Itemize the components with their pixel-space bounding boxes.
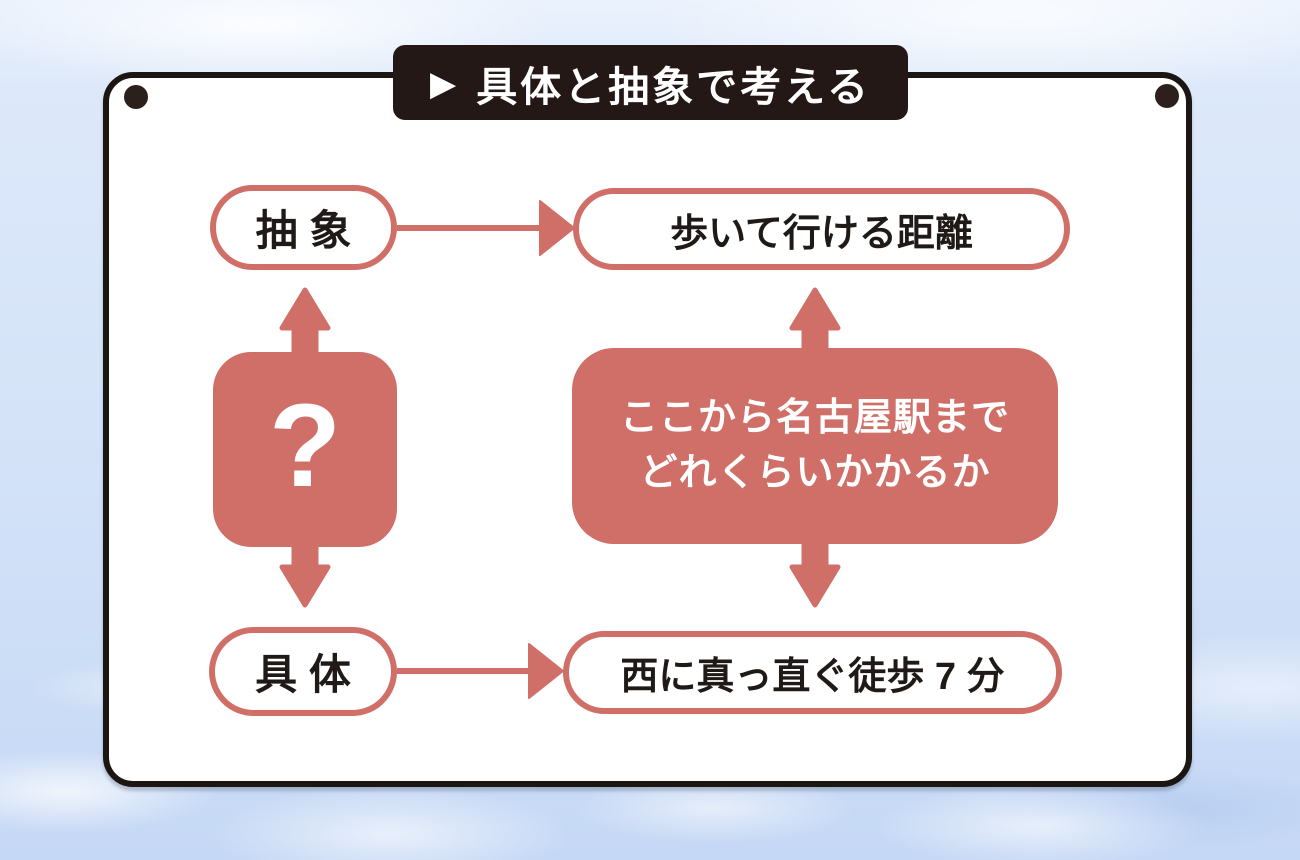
corner-dot-right: [1155, 84, 1179, 108]
arrow-right-icon-bottom: [397, 643, 564, 699]
question-line-1: ここから名古屋駅まで: [619, 397, 1010, 439]
node-concrete-example-label: 西に真っ直ぐ徒歩 7 分: [620, 656, 1005, 698]
play-triangle-icon: ▶: [430, 63, 457, 104]
node-abstract-example: 歩いて行ける距離: [573, 188, 1070, 270]
title-banner: ▶ 具体と抽象で考える: [393, 45, 908, 120]
arrow-right-icon-top: [397, 200, 575, 256]
question-box: ?: [213, 352, 397, 547]
question-text-box: ここから名古屋駅まで どれくらいかかるか: [572, 348, 1058, 544]
node-concrete: 具 体: [209, 627, 397, 716]
node-abstract-example-label: 歩いて行ける距離: [670, 212, 973, 255]
page-title: 具体と抽象で考える: [476, 63, 871, 110]
node-abstract-label: 抽 象: [255, 207, 352, 254]
corner-dot-left: [124, 85, 148, 109]
question-mark: ?: [268, 379, 342, 512]
question-line-2: どれくらいかかるか: [639, 452, 991, 494]
node-concrete-label: 具 体: [255, 651, 351, 698]
node-abstract: 抽 象: [210, 185, 397, 270]
node-concrete-example: 西に真っ直ぐ徒歩 7 分: [563, 631, 1062, 714]
